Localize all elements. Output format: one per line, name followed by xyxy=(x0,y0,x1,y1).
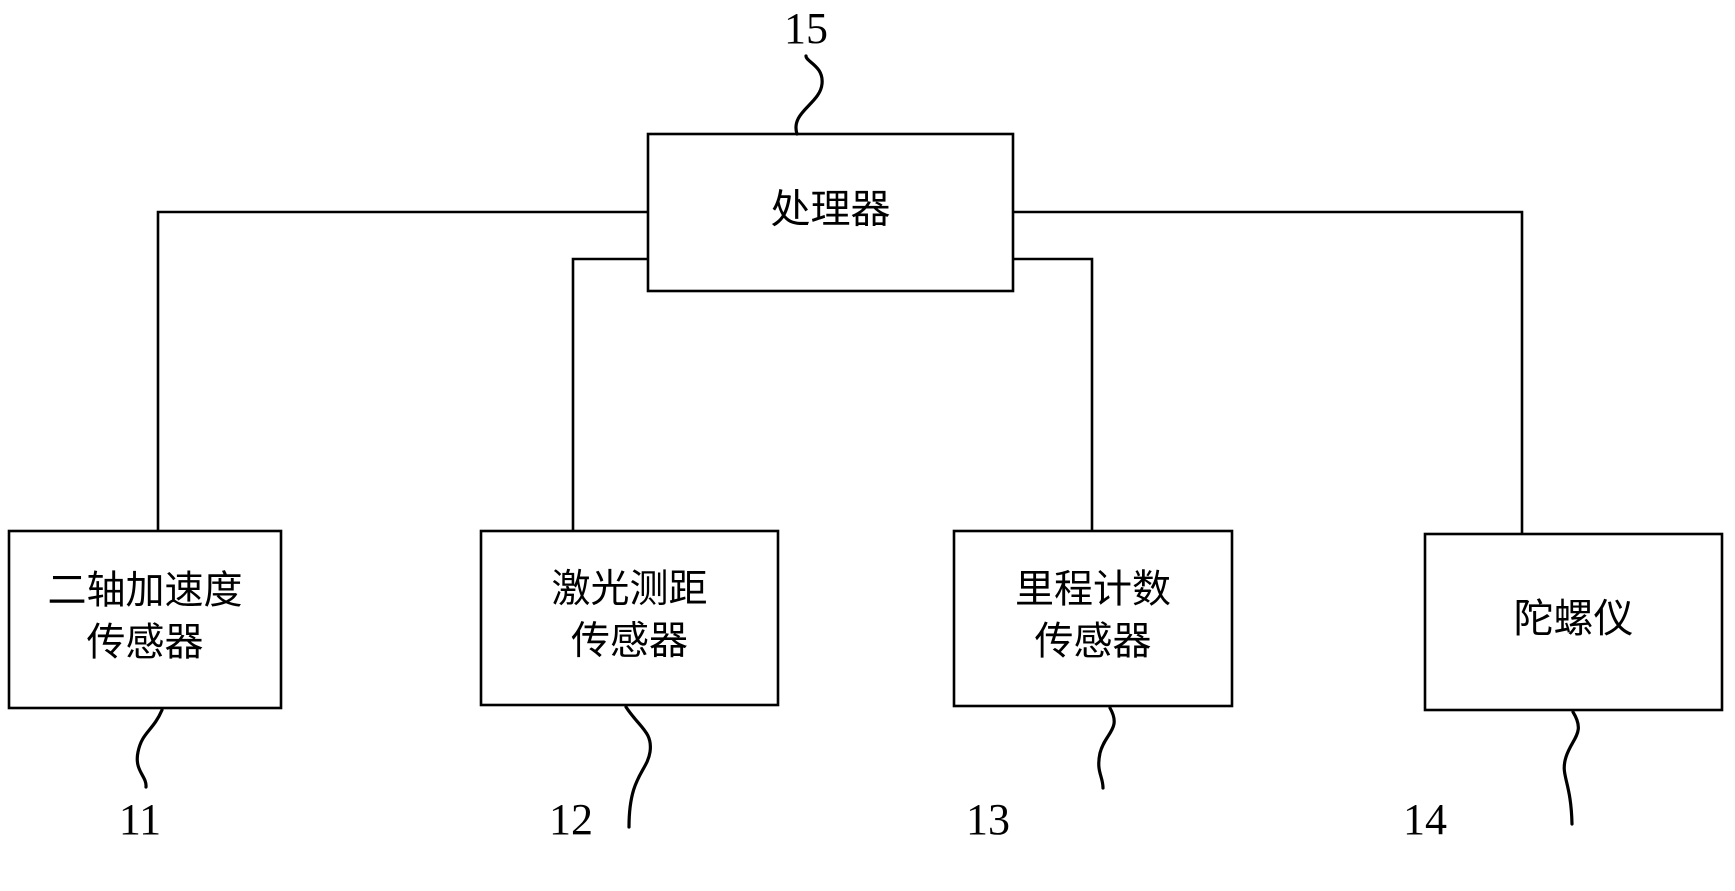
sensor-block-laser-ranging-sensor[interactable]: 激光测距 传感器 xyxy=(479,529,780,707)
sensor-1-reference-callout: 11 xyxy=(119,708,164,844)
sensor-2-reference-callout: 12 xyxy=(549,705,652,844)
sensor-block-biaxial-acceleration-sensor[interactable]: 二轴加速度 传感器 xyxy=(7,529,283,710)
connector-processor-to-sensor-3 xyxy=(1011,257,1094,533)
sensor-3-reference-callout: 13 xyxy=(966,706,1116,844)
processor-label: 处理器 xyxy=(771,187,891,233)
sensor-4-reference-callout: 14 xyxy=(1403,710,1580,844)
sensor-block-gyroscope[interactable]: 陀螺仪 xyxy=(1423,532,1724,712)
ref-number-11: 11 xyxy=(119,795,161,844)
sensor-label-3-line1: 里程计数 xyxy=(1015,568,1171,613)
connector-processor-to-sensor-2 xyxy=(571,257,650,533)
leader-line-12 xyxy=(624,705,652,829)
sensor-label-1-line1: 二轴加速度 xyxy=(47,569,242,614)
processor-box[interactable] xyxy=(646,132,1015,293)
sensor-box-1[interactable] xyxy=(7,529,283,710)
connector-processor-to-sensor-1 xyxy=(156,210,650,533)
sensor-block-odometer-counting-sensor[interactable]: 里程计数 传感器 xyxy=(952,529,1234,708)
processor-reference-callout: 15 xyxy=(784,4,828,136)
sensor-label-1-line2: 传感器 xyxy=(86,621,203,666)
processor-block[interactable]: 处理器 xyxy=(646,132,1015,293)
sensor-label-2-line1: 激光测距 xyxy=(551,567,707,612)
connector-group xyxy=(156,210,1524,536)
sensor-box-3[interactable] xyxy=(952,529,1234,708)
sensor-label-4-line1: 陀螺仪 xyxy=(1514,596,1634,642)
ref-number-12: 12 xyxy=(549,795,593,844)
leader-line-13 xyxy=(1097,706,1116,790)
leader-line-11 xyxy=(135,708,164,789)
sensor-label-3-line2: 传感器 xyxy=(1034,620,1151,665)
ref-number-15: 15 xyxy=(784,4,828,53)
sensor-box-2[interactable] xyxy=(479,529,780,707)
connector-processor-to-sensor-4 xyxy=(1011,210,1524,536)
leader-line-14 xyxy=(1562,710,1580,826)
leader-line-15 xyxy=(794,54,824,136)
ref-number-14: 14 xyxy=(1403,795,1447,844)
sensor-label-2-line2: 传感器 xyxy=(571,619,688,664)
ref-number-13: 13 xyxy=(966,795,1010,844)
sensor-box-4[interactable] xyxy=(1423,532,1724,712)
